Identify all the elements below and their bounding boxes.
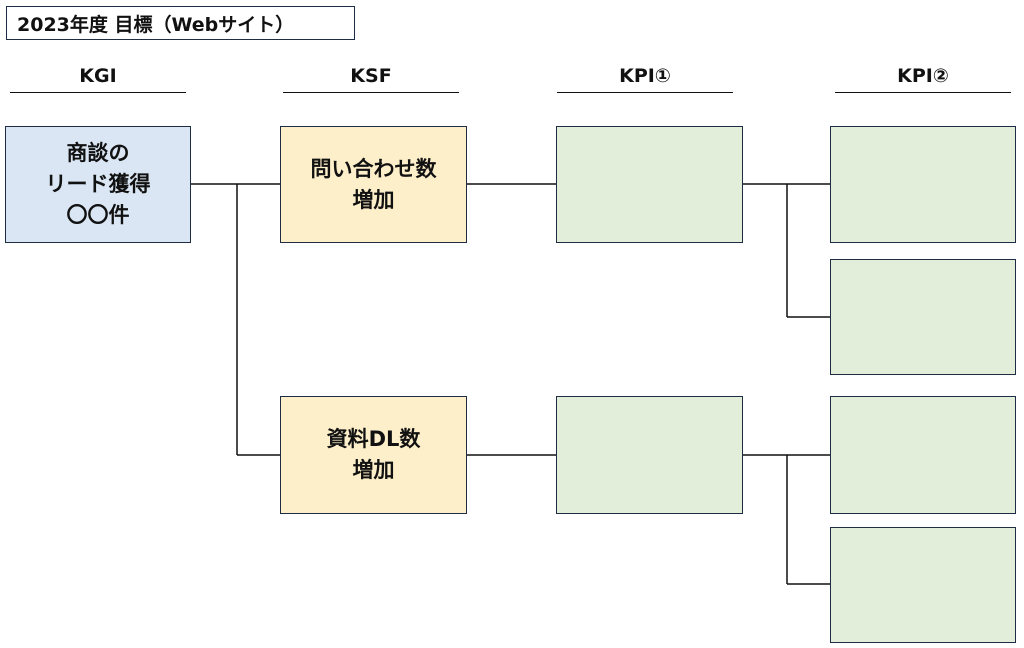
ksf-inquiries-line-1: 問い合わせ数	[310, 156, 437, 181]
column-header-kpi1: KPI①	[557, 60, 733, 93]
kgi-node: 商談の リード獲得 〇〇件	[5, 126, 191, 243]
column-header-kpi2: KPI②	[835, 60, 1011, 93]
kpi1-node-2	[556, 396, 743, 514]
diagram-title: 2023年度 目標（Webサイト）	[6, 6, 355, 40]
ksf-node-inquiries: 問い合わせ数 増加	[280, 126, 467, 243]
kpi2-node-3	[830, 396, 1016, 514]
ksf-downloads-line-1: 資料DL数	[326, 427, 421, 451]
kpi2-node-1	[830, 126, 1016, 243]
ksf-downloads-line-2: 増加	[352, 458, 395, 482]
column-header-ksf: KSF	[283, 60, 459, 93]
ksf-inquiries-line-2: 増加	[352, 187, 395, 212]
kpi1-node-1	[556, 126, 743, 243]
kgi-line-1: 商談の	[66, 141, 130, 165]
column-header-kgi: KGI	[10, 60, 186, 93]
ksf-node-downloads: 資料DL数 増加	[280, 396, 467, 514]
kgi-line-2: リード獲得	[45, 172, 151, 196]
kpi2-node-2	[830, 259, 1016, 375]
kgi-line-3: 〇〇件	[66, 203, 130, 227]
kpi2-node-4	[830, 527, 1016, 643]
